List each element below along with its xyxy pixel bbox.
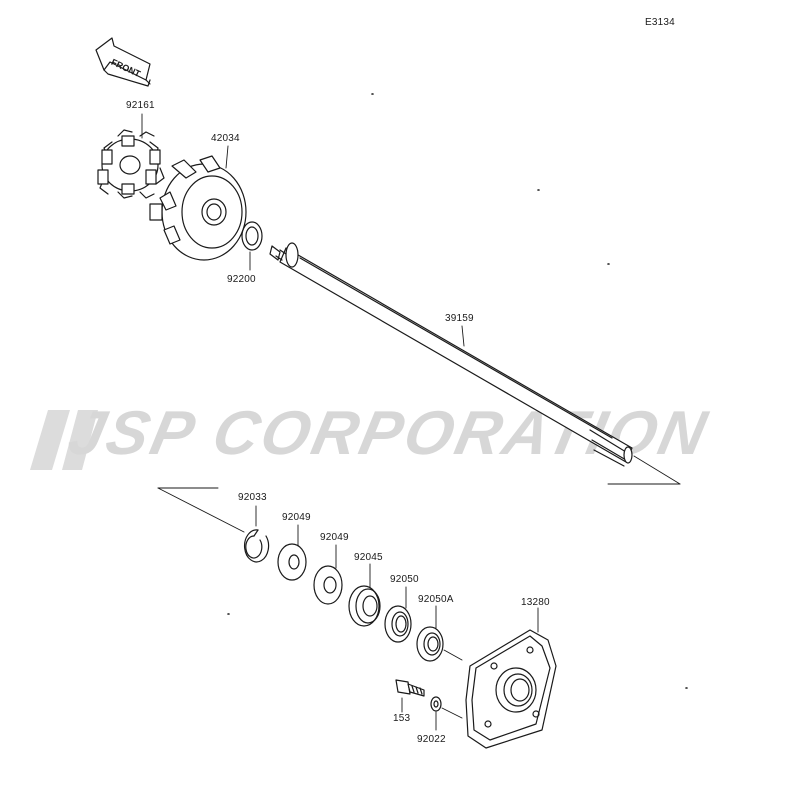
scan-dots [227,93,688,689]
diagram-id: E3134 [645,17,675,28]
part-92050-oil-seal[interactable] [384,605,412,643]
part-92200-washer[interactable] [241,221,263,251]
part-92049-spacer-1[interactable] [277,543,307,581]
label-153[interactable]: 153 [393,713,411,724]
label-13280[interactable]: 13280 [521,597,550,608]
part-92033-snap-ring[interactable] [243,529,270,563]
part-92022-washer[interactable] [430,696,442,712]
label-92050[interactable]: 92050 [390,574,419,585]
watermark-logo [30,410,98,470]
label-39159[interactable]: 39159 [445,313,474,324]
part-92049-spacer-2[interactable] [313,565,343,605]
front-arrow-icon [95,37,151,87]
label-92050a[interactable]: 92050A [418,594,454,605]
label-92161[interactable]: 92161 [126,100,155,111]
label-92045[interactable]: 92045 [354,552,383,563]
label-42034[interactable]: 42034 [211,133,240,144]
label-92049-a[interactable]: 92049 [282,512,311,523]
part-92050a-oil-seal[interactable] [416,626,444,662]
part-42034-impeller-hub[interactable] [149,155,247,261]
part-92161-coupling[interactable] [97,129,165,199]
part-39159-drive-shaft[interactable] [269,242,633,467]
label-92200[interactable]: 92200 [227,274,256,285]
leader-lines [141,113,539,731]
label-92049-b[interactable]: 92049 [320,532,349,543]
label-92033[interactable]: 92033 [238,492,267,503]
part-153-bolt[interactable] [395,679,425,697]
axis-line [157,455,681,533]
label-92022[interactable]: 92022 [417,734,446,745]
part-92045-bearing[interactable] [348,585,381,627]
part-13280-housing[interactable] [465,629,557,749]
